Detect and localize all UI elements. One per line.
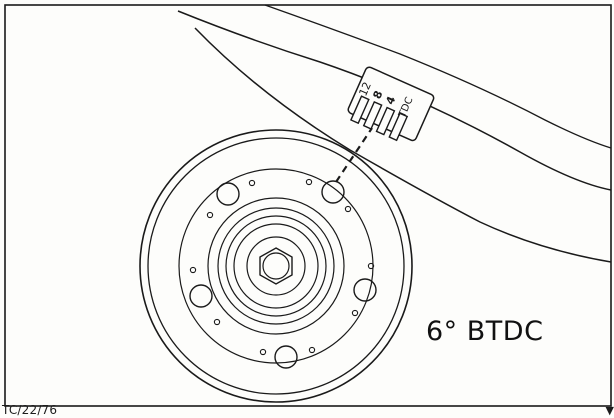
- bolt-hole-left: [189, 284, 213, 308]
- small-hole: [259, 348, 267, 356]
- small-hole: [305, 178, 313, 186]
- scale-tooth: [350, 95, 370, 125]
- casing-top-line: [264, 4, 612, 149]
- alignment-dashed-line: [335, 127, 373, 183]
- bolt-hole-bottom: [274, 345, 298, 369]
- hub-ring-2: [217, 207, 335, 325]
- hub-ring-outer: [207, 197, 345, 335]
- nut-washer: [262, 252, 290, 280]
- timing-scale: 12 8 4 TDC: [347, 66, 435, 142]
- corner-mark: ▼: [605, 404, 614, 417]
- casing-lower-line: [194, 27, 612, 263]
- crankshaft-nut: [259, 247, 293, 285]
- frame-border: [4, 4, 612, 407]
- scale-tooth: [362, 100, 383, 130]
- figure-reference-code: TC/22/76: [2, 403, 58, 417]
- bolt-hole-right: [353, 278, 377, 302]
- small-hole: [189, 266, 197, 274]
- bolt-hole-upper-right: [321, 180, 345, 204]
- hub-ring-4: [233, 223, 319, 309]
- crankshaft-pulley: [139, 129, 413, 403]
- scale-mark-12: 12: [356, 80, 374, 98]
- scale-tooth: [388, 112, 409, 142]
- timing-value-label: 6° BTDC: [426, 316, 544, 347]
- small-hole: [248, 179, 256, 187]
- small-hole: [367, 262, 375, 270]
- hub-ring-3: [225, 215, 327, 317]
- small-hole: [344, 205, 352, 213]
- pulley-inner-rim: [147, 137, 405, 395]
- hub-ring-inner: [246, 236, 306, 296]
- bolt-hole-upper-left: [216, 182, 240, 206]
- scale-tooth: [375, 106, 396, 136]
- small-hole: [213, 318, 221, 326]
- pulley-outer-rim: [139, 129, 413, 403]
- small-hole: [308, 346, 316, 354]
- small-hole: [351, 309, 359, 317]
- small-hole: [206, 211, 214, 219]
